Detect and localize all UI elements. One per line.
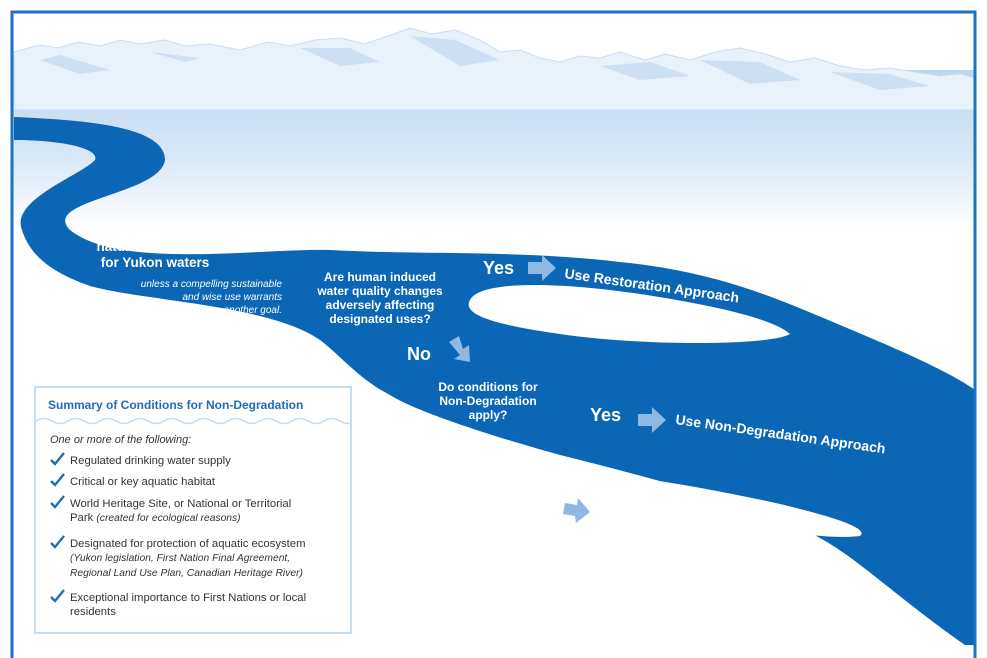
summary-item-text: Designated for protection of aquatic eco…	[70, 538, 306, 550]
river-main	[14, 117, 975, 648]
arrow-right-icon	[638, 407, 666, 433]
summary-item-text: residents	[70, 606, 116, 618]
check-icon	[50, 452, 65, 466]
arrow-down-right-icon	[449, 336, 470, 362]
summary-box: Summary of Conditions for Non-Degradatio…	[34, 386, 352, 634]
summary-item-note: (created for ecological reasons)	[96, 513, 241, 524]
no1-label: No	[407, 344, 431, 364]
summary-title: Summary of Conditions for Non-Degradatio…	[48, 398, 304, 412]
maintain-note-line-1: unless a compelling sustainable	[140, 279, 282, 290]
summary-wave-divider	[36, 417, 350, 425]
question-2-line-2: Non-Degradation	[439, 394, 537, 408]
maintain-note-line-2: and wise use warrants	[182, 292, 283, 303]
maintain-note-line-3: another goal.	[223, 305, 282, 316]
question-2-line-1: Do conditions for	[438, 380, 538, 394]
no2-label: No	[528, 479, 558, 507]
check-icon	[50, 535, 65, 549]
island-upper	[468, 284, 790, 343]
arrow-right-icon	[528, 255, 556, 281]
question-1-line-1: Are human induced	[323, 270, 436, 284]
mountain-icon	[13, 27, 976, 111]
island-lower	[548, 468, 862, 537]
question-1: Are human induced water quality changes …	[305, 270, 455, 326]
maintain-title-line-3: for Yukon waters	[100, 255, 210, 270]
summary-intro: One or more of the following:	[50, 434, 192, 446]
question-2: Do conditions for Non-Degradation apply?	[418, 380, 558, 422]
summary-item-text: Exceptional importance to First Nations …	[70, 592, 307, 604]
frame-border	[10, 10, 977, 658]
question-2-line-3: apply?	[468, 408, 508, 422]
summary-item: Critical or key aquatic habitat	[50, 473, 350, 489]
summary-item-text: World Heritage Site, or National or Terr…	[70, 498, 292, 510]
summary-item: Designated for protection of aquatic eco…	[50, 535, 350, 581]
summary-item-text: Critical or key aquatic habitat	[70, 476, 216, 488]
summary-item-note: (Yukon legislation, First Nation Final A…	[70, 553, 291, 564]
maintain-note: unless a compelling sustainable and wise…	[118, 278, 282, 317]
maintain-title-line-1: Maintain	[127, 223, 183, 238]
summary-item-note: Regional Land Use Plan, Canadian Heritag…	[70, 568, 303, 579]
check-icon	[50, 589, 65, 603]
summary-item: World Heritage Site, or National or Terr…	[50, 495, 350, 526]
mountain-shading	[40, 36, 930, 90]
summary-item-text: Park	[70, 512, 94, 524]
maintain-title-line-2: natural conditions	[96, 239, 214, 254]
question-1-line-2: water quality changes	[317, 284, 443, 298]
check-icon	[50, 473, 65, 487]
arrow-right-icon	[563, 498, 590, 523]
maintain-title: Maintain natural conditions for Yukon wa…	[80, 223, 230, 271]
yes2-label: Yes	[590, 405, 622, 425]
yes1-label: Yes	[483, 258, 515, 278]
summary-item-text: Regulated drinking water supply	[70, 455, 231, 467]
check-icon	[50, 495, 65, 509]
summary-item: Regulated drinking water supply	[50, 452, 350, 468]
summary-item: Exceptional importance to First Nations …	[50, 589, 350, 619]
bottom-strip	[12, 645, 975, 658]
question-1-line-4: designated uses?	[329, 312, 431, 326]
question-1-line-3: adversely affecting	[325, 298, 435, 312]
